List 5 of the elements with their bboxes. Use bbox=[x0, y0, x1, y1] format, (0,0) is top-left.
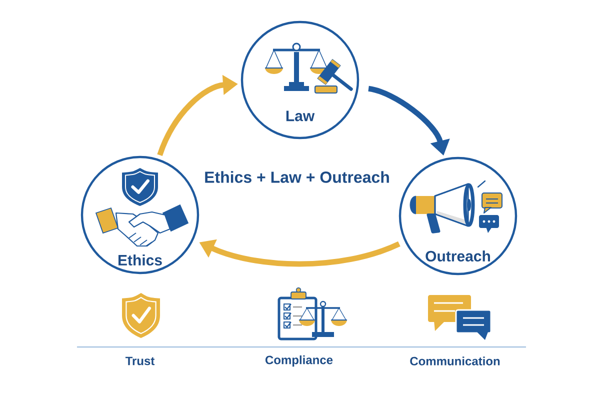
center-label: Ethics + Law + Outreach bbox=[205, 171, 389, 183]
circle-node: Law bbox=[240, 20, 360, 140]
icon-caption: Trust bbox=[125, 356, 155, 366]
icon-caption: Compliance bbox=[265, 355, 333, 367]
icon-caption: Communication bbox=[410, 356, 500, 366]
